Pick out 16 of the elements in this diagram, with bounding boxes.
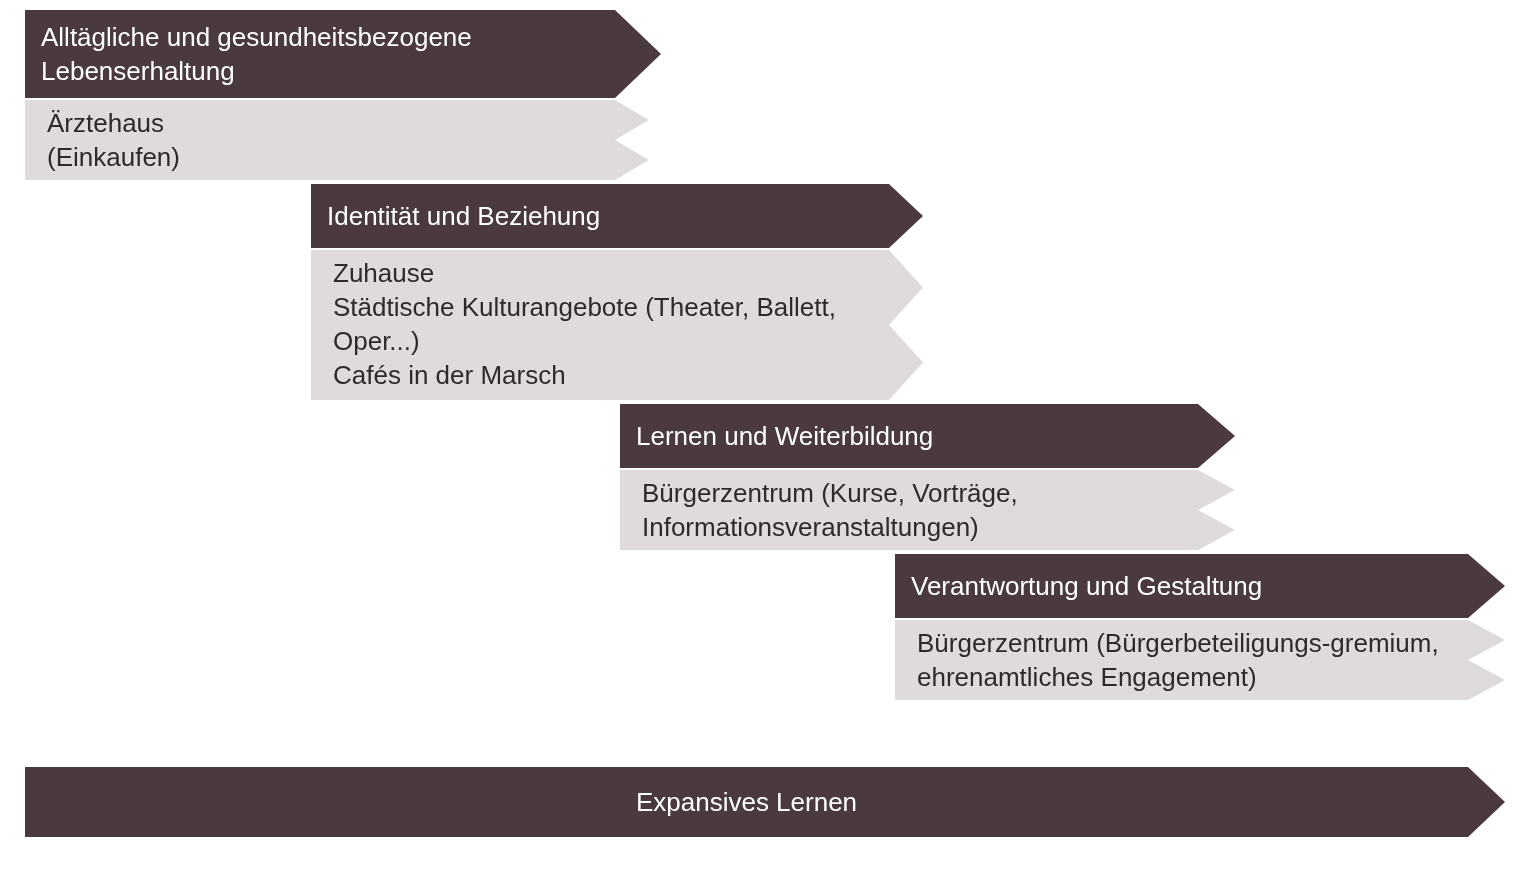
list-item: (Einkaufen): [47, 141, 181, 174]
stage-heading-banner: Identität und Beziehung: [311, 184, 923, 248]
stage-heading-banner: Lernen und Weiterbildung: [620, 404, 1235, 468]
list-item: Cafés in der Marsch: [333, 359, 567, 392]
stage-panel: [25, 100, 649, 180]
list-item: Ärztehaus: [47, 107, 166, 140]
stage-heading-banner: Verantwortung und Gestaltung: [895, 554, 1505, 618]
stage-heading-banner: Alltägliche und gesundheitsbezogene Lebenserhaltung: [25, 10, 661, 98]
list-item: Zuhause: [333, 257, 436, 290]
stage-heading-banner: Expansives Lernen: [25, 767, 1505, 837]
stage-panel: [620, 470, 1235, 550]
list-item: Bürgerzentrum (Bürgerbeteiligungs-gremium, ehrenamtliches Engagement): [917, 627, 1440, 694]
list-item: Bürgerzentrum (Kurse, Vorträge, Informationsveranstaltungen): [642, 477, 1019, 544]
stage-panel: [311, 250, 923, 400]
stage-panel: [895, 620, 1505, 700]
list-item: Städtische Kulturangebote (Theater, Ballett, Oper...): [333, 291, 837, 358]
